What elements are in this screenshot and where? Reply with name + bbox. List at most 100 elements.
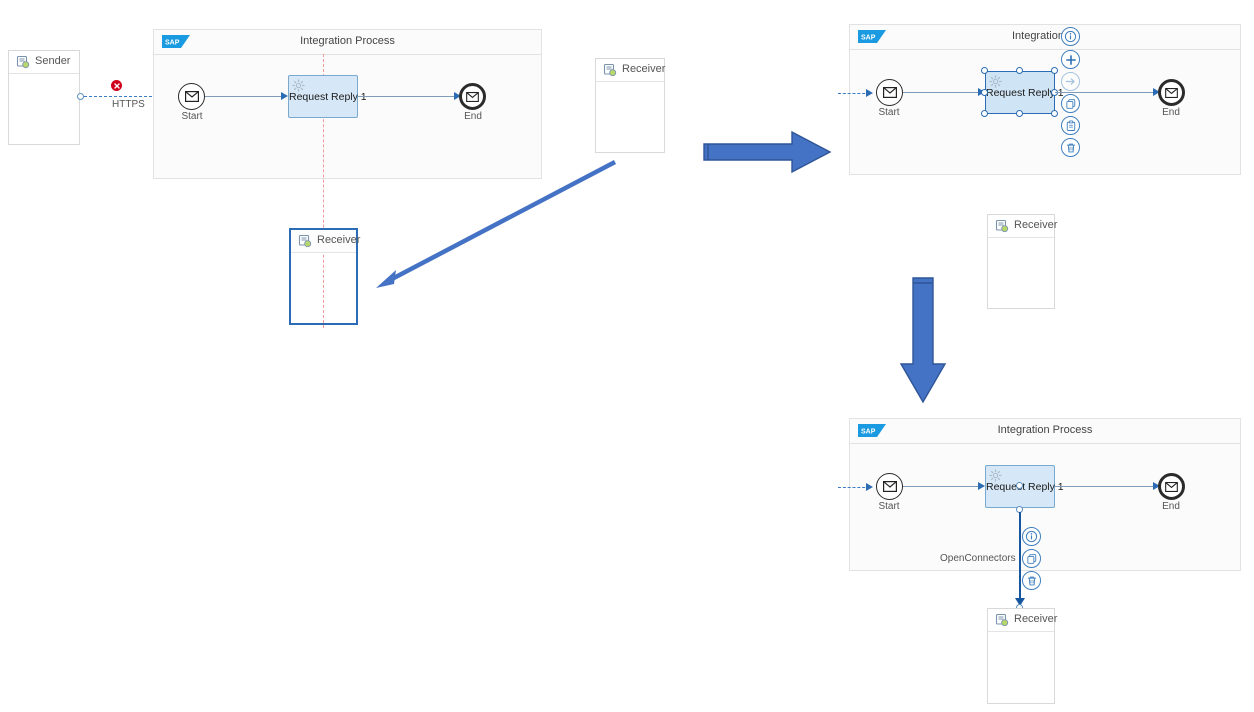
plus-icon [1065, 54, 1076, 65]
sap-logo-icon: SAP [858, 30, 886, 43]
request-reply-task-label-step2: Request Reply 1 [986, 86, 1064, 99]
flow-start-to-task[interactable] [205, 96, 283, 97]
flow-task-to-end-step2[interactable] [1055, 92, 1156, 93]
drag-direction-arrow [376, 160, 617, 288]
receiver-participant-result[interactable]: Receiver [987, 608, 1058, 704]
sender-participant[interactable]: Sender [8, 50, 80, 145]
resize-handle-w[interactable] [981, 89, 988, 96]
flow-start-to-task-result[interactable] [903, 486, 981, 487]
flow-arrowhead-1 [281, 92, 288, 100]
error-badge[interactable] [111, 80, 122, 91]
pool-header-step2: SAP Integration Pr [850, 25, 1240, 50]
end-event-before[interactable] [459, 83, 486, 110]
start-event-label-before: Start [181, 111, 203, 122]
resize-handle-n[interactable] [1016, 67, 1023, 74]
flow-task-to-end[interactable] [358, 96, 457, 97]
connect-button-step2[interactable] [1061, 72, 1080, 91]
incoming-dashed-flow-step2[interactable] [838, 93, 870, 94]
sap-logo-icon: SAP [858, 424, 886, 437]
start-event-before[interactable] [178, 83, 205, 110]
end-event-label-before: End [464, 111, 482, 122]
receiver-participant-origin[interactable]: Receiver [595, 58, 665, 153]
gear-icon [989, 75, 1002, 88]
flow-start-to-task-step2[interactable] [903, 92, 981, 93]
message-envelope-icon [1165, 481, 1178, 492]
copy-icon [1065, 98, 1075, 109]
end-event-step2[interactable] [1158, 79, 1185, 106]
pool-header-result: SAP Integration Process [850, 419, 1240, 444]
receiver-result-header: Receiver [988, 609, 1058, 632]
gear-icon [989, 469, 1002, 482]
delete-button-step2[interactable] [1061, 138, 1080, 157]
copy-icon [1026, 553, 1036, 564]
receiver-participant-step2[interactable]: Receiver [987, 214, 1058, 309]
start-event-result[interactable] [876, 473, 903, 500]
participant-icon [995, 613, 1009, 627]
delete-button-result[interactable] [1022, 571, 1041, 590]
https-connector-label: HTTPS [112, 99, 145, 110]
participant-icon [603, 63, 617, 77]
receiver-step2-label: Receiver [1014, 219, 1058, 231]
flow-task-to-end-result[interactable] [1055, 486, 1156, 487]
trash-icon [1027, 576, 1036, 585]
info-button-step2[interactable] [1061, 27, 1080, 46]
message-envelope-icon [184, 91, 199, 102]
resize-handle-nw[interactable] [981, 67, 988, 74]
incoming-arrowhead-step2 [866, 89, 873, 97]
participant-icon [298, 234, 312, 248]
message-envelope-icon [882, 87, 897, 98]
start-event-step2[interactable] [876, 79, 903, 106]
receiver-result-label: Receiver [1014, 613, 1058, 625]
info-icon [1025, 530, 1038, 543]
message-envelope-icon [1165, 87, 1178, 98]
pool-title-result: Integration Process [997, 424, 1093, 436]
end-event-label-result: End [1162, 501, 1180, 512]
paste-button-step2[interactable] [1061, 116, 1080, 135]
sender-connection-point[interactable] [77, 93, 84, 100]
participant-icon [16, 55, 30, 69]
step-arrow-right [703, 130, 832, 174]
request-reply-task-step2[interactable]: Request Reply 1 [985, 71, 1064, 114]
receiver-origin-header: Receiver [596, 59, 666, 82]
receiver-step2-header: Receiver [988, 215, 1058, 238]
receiver-participant-dragged[interactable]: Receiver [289, 228, 361, 325]
resize-handle-s[interactable] [1016, 110, 1023, 117]
request-reply-task-label-before: Request Reply 1 [289, 90, 367, 103]
arrow-right-icon [1065, 78, 1075, 85]
info-button-result[interactable] [1022, 527, 1041, 546]
sap-logo-icon: SAP [162, 35, 190, 48]
copy-button-step2[interactable] [1061, 94, 1080, 113]
flow-arrowhead-result-1 [978, 482, 985, 490]
resize-handle-sw[interactable] [981, 110, 988, 117]
gear-icon [292, 79, 305, 92]
openconnectors-arrowhead [1014, 598, 1025, 606]
add-button-step2[interactable] [1061, 50, 1080, 69]
resize-handle-se[interactable] [1051, 110, 1058, 117]
receiver-origin-label: Receiver [622, 63, 666, 75]
resize-handle-ne[interactable] [1051, 67, 1058, 74]
request-reply-task-before[interactable]: Request Reply 1 [288, 75, 367, 118]
step-arrow-down [899, 277, 947, 404]
start-event-label-result: Start [878, 501, 900, 512]
trash-icon [1066, 143, 1075, 152]
sender-label: Sender [35, 55, 71, 67]
end-event-result[interactable] [1158, 473, 1185, 500]
receiver-dragged-label: Receiver [317, 234, 361, 246]
incoming-arrowhead-result [866, 483, 873, 491]
pool-title-step2: Integration Pr [1011, 30, 1079, 42]
incoming-dashed-flow-result[interactable] [838, 487, 870, 488]
openconnectors-label: OpenConnectors [940, 553, 1016, 564]
openconnectors-message-flow[interactable] [1018, 512, 1021, 604]
alignment-guide [323, 54, 324, 328]
https-connector[interactable] [84, 96, 177, 97]
message-envelope-icon [466, 91, 479, 102]
info-icon [1064, 30, 1077, 43]
copy-button-result[interactable] [1022, 549, 1041, 568]
svg-text:SAP: SAP [861, 35, 876, 42]
end-event-label-step2: End [1162, 107, 1180, 118]
svg-text:SAP: SAP [861, 429, 876, 436]
sender-header: Sender [9, 51, 79, 74]
error-x-icon [113, 82, 120, 89]
task-center-connection-point[interactable] [1016, 482, 1023, 489]
